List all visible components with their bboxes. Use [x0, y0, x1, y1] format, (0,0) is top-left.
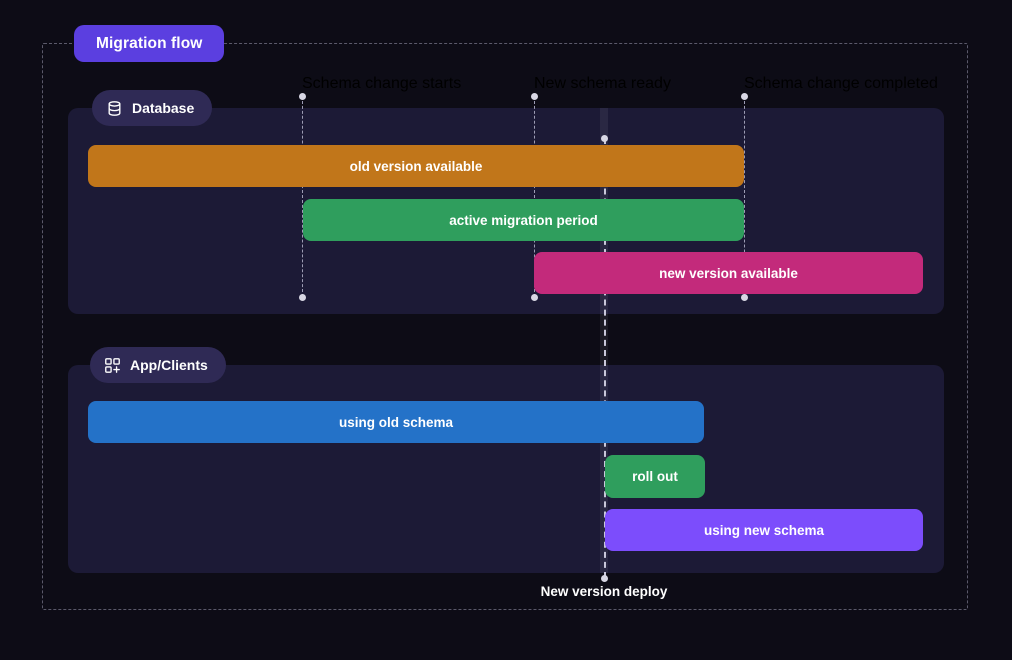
apps-grid-plus-icon: [104, 357, 121, 374]
database-icon: [106, 100, 123, 117]
lane-badge-app-clients[interactable]: App/Clients: [90, 347, 226, 383]
bar-using-old-schema[interactable]: using old schema: [88, 401, 704, 443]
marker-line: [534, 96, 535, 297]
marker-line: [744, 96, 745, 297]
marker-dot-top: [600, 134, 608, 142]
migration-flow-title-badge: Migration flow: [74, 25, 225, 62]
bar-using-new-schema[interactable]: using new schema: [605, 509, 923, 551]
marker-dot-top: [740, 92, 748, 100]
marker-dot-bottom: [740, 293, 748, 301]
marker-line: [302, 96, 303, 297]
diagram-outer-frame: [42, 43, 968, 610]
marker-label-schema-change-completed: Schema change completed: [744, 75, 938, 92]
marker-dot-bottom: [530, 293, 538, 301]
marker-dot-bottom: [298, 293, 306, 301]
marker-dot-top: [298, 92, 306, 100]
bar-new-version-available[interactable]: new version available: [534, 252, 923, 294]
marker-dot-top: [530, 92, 538, 100]
lane-badge-database[interactable]: Database: [92, 90, 213, 126]
marker-dot-bottom: [600, 574, 608, 582]
marker-label-new-schema-ready: New schema ready: [534, 75, 671, 92]
bar-active-migration-period[interactable]: active migration period: [303, 199, 744, 241]
bar-old-version-available[interactable]: old version available: [88, 145, 744, 187]
marker-label-schema-change-starts: Schema change starts: [302, 75, 462, 92]
bar-roll-out[interactable]: roll out: [605, 455, 705, 498]
lane-badge-label-database: Database: [132, 100, 195, 116]
marker-label-new-version-deploy: New version deploy: [540, 584, 668, 599]
marker-line: [604, 138, 606, 578]
lane-badge-label-app-clients: App/Clients: [130, 357, 208, 373]
